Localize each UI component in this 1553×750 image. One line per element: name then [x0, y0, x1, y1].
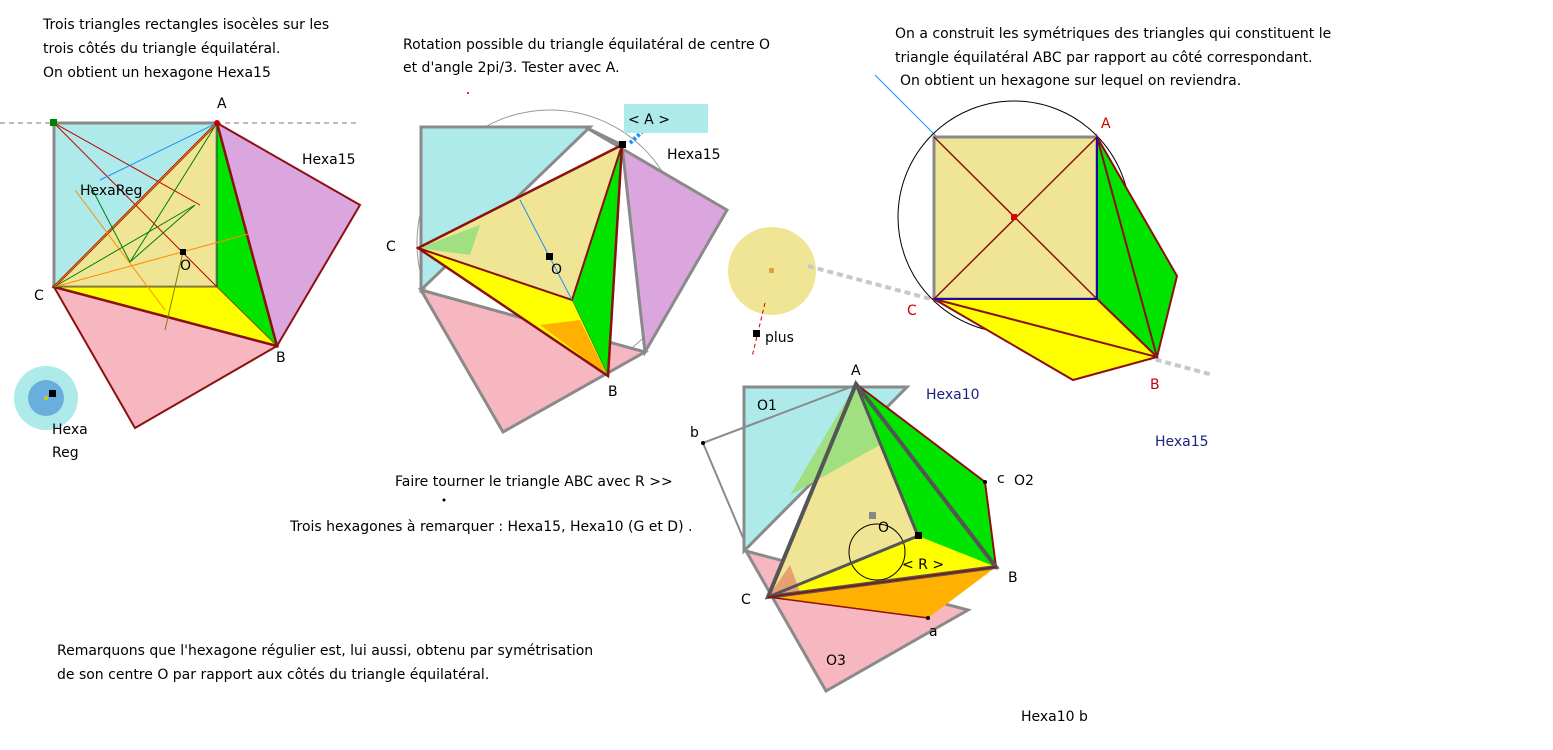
orange-construction-line-3: [74, 189, 166, 311]
label-b: B: [608, 384, 618, 400]
blue-construction-line: [99, 122, 218, 181]
label-small-a: a: [929, 624, 938, 640]
edge-ab: [854, 383, 998, 568]
vertex-a-handle[interactable]: [619, 141, 626, 148]
rotate-a-button-label: < A >: [628, 112, 670, 128]
label-b: B: [276, 350, 286, 366]
label-hexa15: Hexa15: [1155, 434, 1209, 450]
label-small-c: c: [997, 471, 1005, 487]
small-dot: [442, 498, 446, 502]
figure-hexa10-bottom: A C B O O1 O2 O3 c a b Hexa10 Hexa10 b: [690, 363, 1088, 725]
square-center: [1011, 214, 1017, 220]
label-o: O: [551, 262, 562, 278]
red-construction-line-2: [53, 122, 201, 206]
hexareg-button-handle[interactable]: [49, 390, 56, 397]
label-a: A: [217, 96, 227, 112]
salmon-triangle: [768, 565, 800, 597]
orange-triangle: [540, 320, 608, 376]
label-c: C: [386, 239, 396, 255]
figure-rotation-middle: C B O Hexa15: [386, 92, 730, 435]
vertex-a-point: [214, 120, 220, 126]
rotation-handle-r[interactable]: [915, 532, 922, 539]
center-point-o[interactable]: [869, 512, 876, 519]
orange-construction-line-2: [53, 233, 249, 288]
hexareg-toggle-button[interactable]: Hexa Reg: [14, 366, 88, 461]
symmetric-text-line-2: triangle équilatéral ABC par rapport au …: [895, 50, 1313, 66]
olive-construction-line: [164, 251, 184, 331]
label-plus: plus: [765, 330, 794, 346]
rotation-text-line-2: et d'angle 2pi/3. Tester avec A.: [403, 60, 620, 76]
orange-construction-line: [53, 122, 218, 288]
small-arc-circle: [848, 523, 906, 581]
green-construction-line-2: [53, 204, 196, 288]
rotate-a-button[interactable]: < A >: [624, 104, 708, 133]
plus-control-line: [751, 302, 766, 358]
plus-control[interactable]: plus: [728, 227, 816, 358]
plus-handle[interactable]: [753, 330, 760, 337]
red-dot: [467, 92, 469, 94]
three-hexagons-text: Trois hexagones à remarquer : Hexa15, He…: [290, 519, 693, 535]
label-hexareg: HexaReg: [80, 183, 142, 199]
edge-cb: [933, 298, 1158, 358]
triangle-edges: [417, 144, 623, 377]
center-point-o[interactable]: [546, 253, 553, 260]
rotate-r-button[interactable]: < R >: [902, 557, 944, 573]
center-point-o[interactable]: [180, 249, 186, 255]
intro-text-line-2: trois côtés du triangle équilatéral.: [43, 41, 281, 57]
intro-text-line-3: On obtient un hexagone Hexa15: [43, 65, 271, 81]
label-small-b: b: [690, 425, 699, 441]
label-a: A: [851, 363, 861, 379]
point-a: [926, 616, 930, 620]
point-c: [983, 480, 987, 484]
edge-c-r: [767, 534, 919, 599]
symmetric-text-line-3: On obtient un hexagone sur lequel on rev…: [900, 73, 1242, 89]
rotate-r-button-label[interactable]: < R >: [902, 557, 944, 573]
remark-text-line-2: de son centre O par rapport aux côtés du…: [57, 667, 490, 683]
rotate-a-button-bg[interactable]: [624, 104, 708, 133]
label-c: C: [907, 303, 917, 319]
rotate-instruction-text: Faire tourner le triangle ABC avec R >>: [395, 474, 673, 490]
label-hexa10: Hexa10: [926, 387, 980, 403]
label-c: C: [34, 288, 44, 304]
intro-text-line-1: Trois triangles rectangles isocèles sur …: [43, 17, 330, 33]
label-o: O: [180, 258, 191, 274]
remark-text-line-1: Remarquons que l'hexagone régulier est, …: [57, 643, 594, 659]
hexareg-button-label-1: Hexa: [52, 422, 88, 438]
label-b: B: [1008, 570, 1018, 586]
label-o2: O2: [1014, 473, 1034, 489]
label-o: O: [878, 520, 889, 536]
label-hexa10b: Hexa10 b: [1021, 709, 1088, 725]
blue-axis: [519, 199, 573, 301]
label-b: B: [1150, 377, 1160, 393]
yellow-triangle: [768, 536, 996, 597]
rotation-text-line-1: Rotation possible du triangle équilatéra…: [403, 37, 771, 53]
edge-ab: [1096, 136, 1158, 358]
symmetric-text-line-1: On a construit les symétriques des trian…: [895, 26, 1332, 42]
figure-hexa15-left: A C B O HexaReg Hexa15: [0, 96, 362, 430]
figure-symmetric-right: A C B Hexa15: [807, 74, 1214, 450]
lightgreen-triangle: [418, 225, 480, 255]
green-construction-line-3: [129, 122, 218, 263]
label-a: A: [1101, 116, 1111, 132]
corner-point[interactable]: [50, 119, 57, 126]
label-o1: O1: [757, 398, 777, 414]
point-b: [701, 441, 705, 445]
blue-drag-indicator: [628, 130, 644, 145]
orange-triangle: [768, 567, 996, 618]
hexareg-button-dot: [44, 396, 48, 400]
label-hexa15: Hexa15: [302, 152, 356, 168]
label-o3: O3: [826, 653, 846, 669]
label-c: C: [741, 592, 751, 608]
edge-c-a: [767, 596, 929, 619]
edge-cb: [767, 566, 997, 598]
label-hexa15: Hexa15: [667, 147, 721, 163]
plus-control-center: [769, 268, 774, 273]
hexareg-button-label-2: Reg: [52, 445, 79, 461]
edge-a-r: [854, 383, 920, 537]
